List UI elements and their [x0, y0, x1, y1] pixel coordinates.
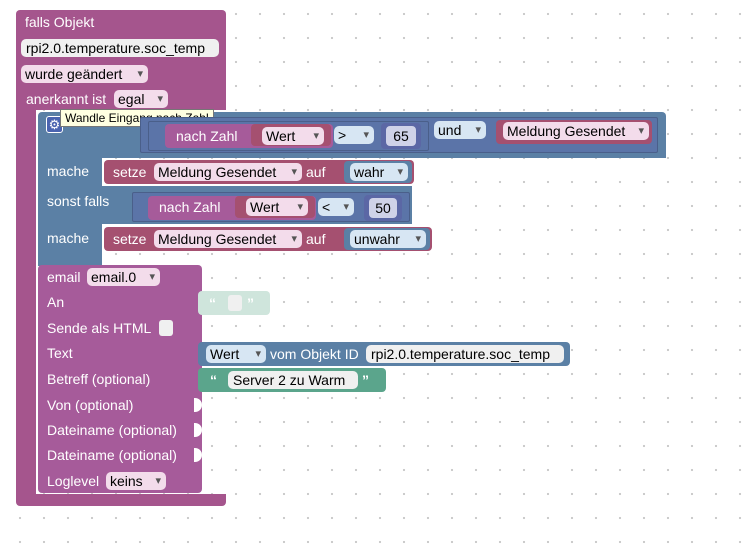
file2-label: Dateiname (optional)	[47, 447, 177, 463]
operator-dropdown-2[interactable]: <	[318, 198, 354, 216]
trigger-title: falls Objekt	[25, 14, 95, 30]
number-value-1[interactable]: 65	[386, 126, 416, 146]
email-block[interactable]	[38, 265, 202, 493]
loglevel-label: Loglevel	[47, 473, 100, 489]
auf-label-1: auf	[306, 164, 326, 180]
var-dropdown-3[interactable]: Wert	[246, 198, 308, 216]
mache-label-2: mache	[47, 230, 90, 246]
elseif-label: sonst falls	[47, 193, 110, 209]
subject-quote-close-icon: ”	[362, 372, 369, 388]
logic-dropdown[interactable]: und	[434, 121, 486, 139]
gear-icon[interactable]: ⚙	[46, 116, 63, 133]
html-label: Sende als HTML	[47, 320, 152, 336]
number-value-2[interactable]: 50	[369, 198, 397, 218]
bool-dropdown-2[interactable]: unwahr	[350, 230, 426, 248]
ack-dropdown[interactable]: egal	[114, 90, 168, 108]
from-label: Von (optional)	[47, 397, 134, 413]
if-block-footer	[38, 254, 102, 266]
subject-text-field[interactable]: Server 2 zu Warm	[228, 371, 358, 389]
input-connector	[194, 423, 202, 437]
subject-quote-open-icon: “	[210, 372, 217, 388]
bool-dropdown-1[interactable]: wahr	[350, 163, 408, 181]
quote-close-icon: ”	[247, 295, 254, 311]
to-number-label-1: nach Zahl	[176, 128, 238, 144]
get-value-object-field[interactable]: rpi2.0.temperature.soc_temp	[366, 345, 564, 363]
quote-open-icon: “	[209, 295, 216, 311]
file1-label: Dateiname (optional)	[47, 422, 177, 438]
setze-label-1: setze	[113, 164, 147, 180]
var-dropdown-2[interactable]: Meldung Gesendet	[503, 122, 649, 140]
to-text-field[interactable]	[228, 295, 242, 311]
input-connector	[194, 448, 202, 462]
get-value-from-label: vom Objekt ID	[270, 346, 359, 362]
get-value-var-dropdown[interactable]: Wert	[206, 345, 266, 363]
input-connector	[194, 398, 202, 412]
loglevel-dropdown[interactable]: keins	[106, 472, 166, 490]
trigger-object-id-field[interactable]: rpi2.0.temperature.soc_temp	[21, 39, 219, 57]
set-var-dropdown-2[interactable]: Meldung Gesendet	[154, 230, 302, 248]
setze-label-2: setze	[113, 231, 147, 247]
trigger-block-spine	[16, 108, 36, 500]
trigger-condition-dropdown[interactable]: wurde geändert	[21, 65, 148, 83]
email-label: email	[47, 269, 81, 285]
html-checkbox[interactable]	[159, 320, 173, 336]
trigger-block-footer	[16, 494, 226, 506]
subject-label: Betreff (optional)	[47, 371, 151, 387]
operator-dropdown-1[interactable]: >	[334, 126, 374, 144]
var-dropdown-1[interactable]: Wert	[262, 127, 324, 145]
text-label: Text	[47, 345, 73, 361]
to-label: An	[47, 294, 65, 310]
ack-label: anerkannt ist	[26, 91, 107, 107]
set-var-dropdown-1[interactable]: Meldung Gesendet	[154, 163, 302, 181]
mache-label-1: mache	[47, 163, 90, 179]
auf-label-2: auf	[306, 231, 326, 247]
to-number-label-2: nach Zahl	[159, 199, 221, 215]
email-instance-dropdown[interactable]: email.0	[87, 268, 160, 286]
